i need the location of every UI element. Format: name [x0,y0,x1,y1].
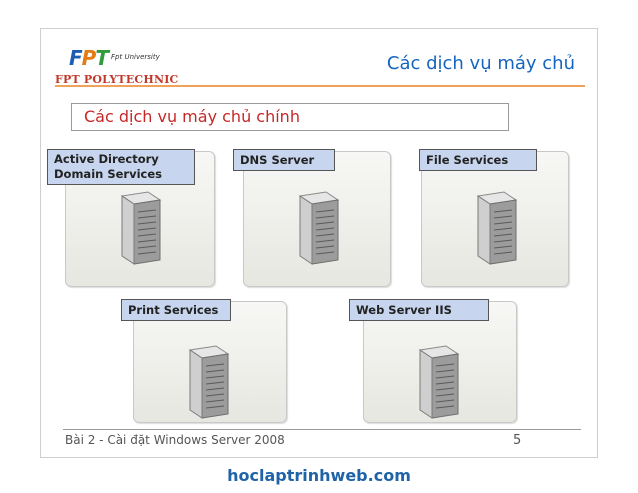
site-watermark: hoclaptrinhweb.com [227,466,411,485]
server-icon [476,191,518,265]
service-label-active-directory: Active Directory Domain Services [47,149,195,185]
service-card-dns-server [243,151,391,287]
footer-lesson-title: Bài 2 - Cài đặt Windows Server 2008 [65,433,285,447]
server-icon [188,345,230,419]
page-number: 5 [513,433,522,448]
subtitle-text: Các dịch vụ máy chủ chính [84,107,300,126]
service-label-dns-server: DNS Server [233,149,335,171]
fpt-logo-mark: FPT [69,46,109,70]
subtitle-box: Các dịch vụ máy chủ chính [71,103,509,131]
server-icon [418,345,460,419]
service-card-file-services [421,151,569,287]
service-card-web-server-iis [363,301,517,423]
server-icon [120,191,162,265]
title-underline [55,85,585,87]
service-label-file-services: File Services [419,149,537,171]
service-label-web-server-iis: Web Server IIS [349,299,489,321]
logo-polytechnic-text: FPT POLYTECHNIC [55,73,179,86]
footer-divider [63,429,581,430]
service-label-print-services: Print Services [121,299,231,321]
logo-university-text: Fpt University [111,53,160,61]
server-icon [298,191,340,265]
slide: FPT Fpt University FPT POLYTECHNIC Các d… [40,28,598,458]
service-card-print-services [133,301,287,423]
slide-title: Các dịch vụ máy chủ [386,53,575,74]
fpt-polytechnic-logo: FPT Fpt University FPT POLYTECHNIC [55,45,181,91]
